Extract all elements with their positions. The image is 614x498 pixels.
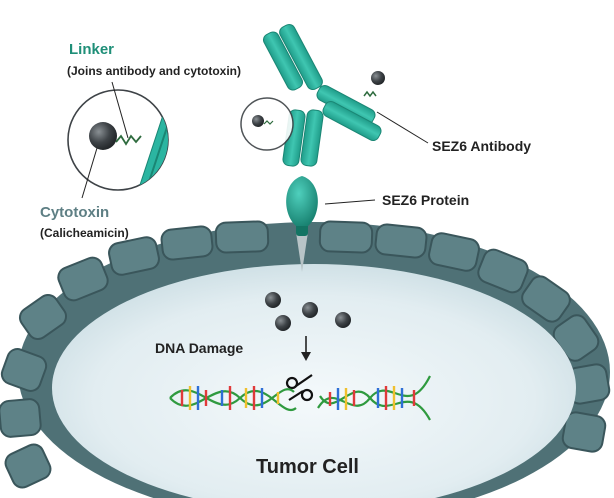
dna-damage-label: DNA Damage [155,340,244,356]
dna-right [317,375,431,421]
payload-on-antibody [363,71,385,98]
linker-inset [67,89,169,191]
linker-subtitle: (Joins antibody and cytotoxin) [67,64,242,78]
released-cytotoxin [265,292,351,331]
linker-title: Linker [69,41,115,58]
sez6-protein [286,176,318,272]
cell-membrane [0,220,611,498]
down-arrow-icon [301,336,311,361]
cytotoxin-subtitle: (Calicheamicin) [40,226,129,240]
leader-lines [81,81,429,205]
scissors-icon [285,374,314,402]
sez6-protein-label: SEZ6 Protein [382,192,470,208]
dna-left [169,386,297,412]
sez6-antibody-label: SEZ6 Antibody [432,138,532,154]
tumor-cell-label: Tumor Cell [256,456,359,478]
antibody-zoom-circle [240,97,294,151]
cytotoxin-title: Cytotoxin [40,204,110,221]
